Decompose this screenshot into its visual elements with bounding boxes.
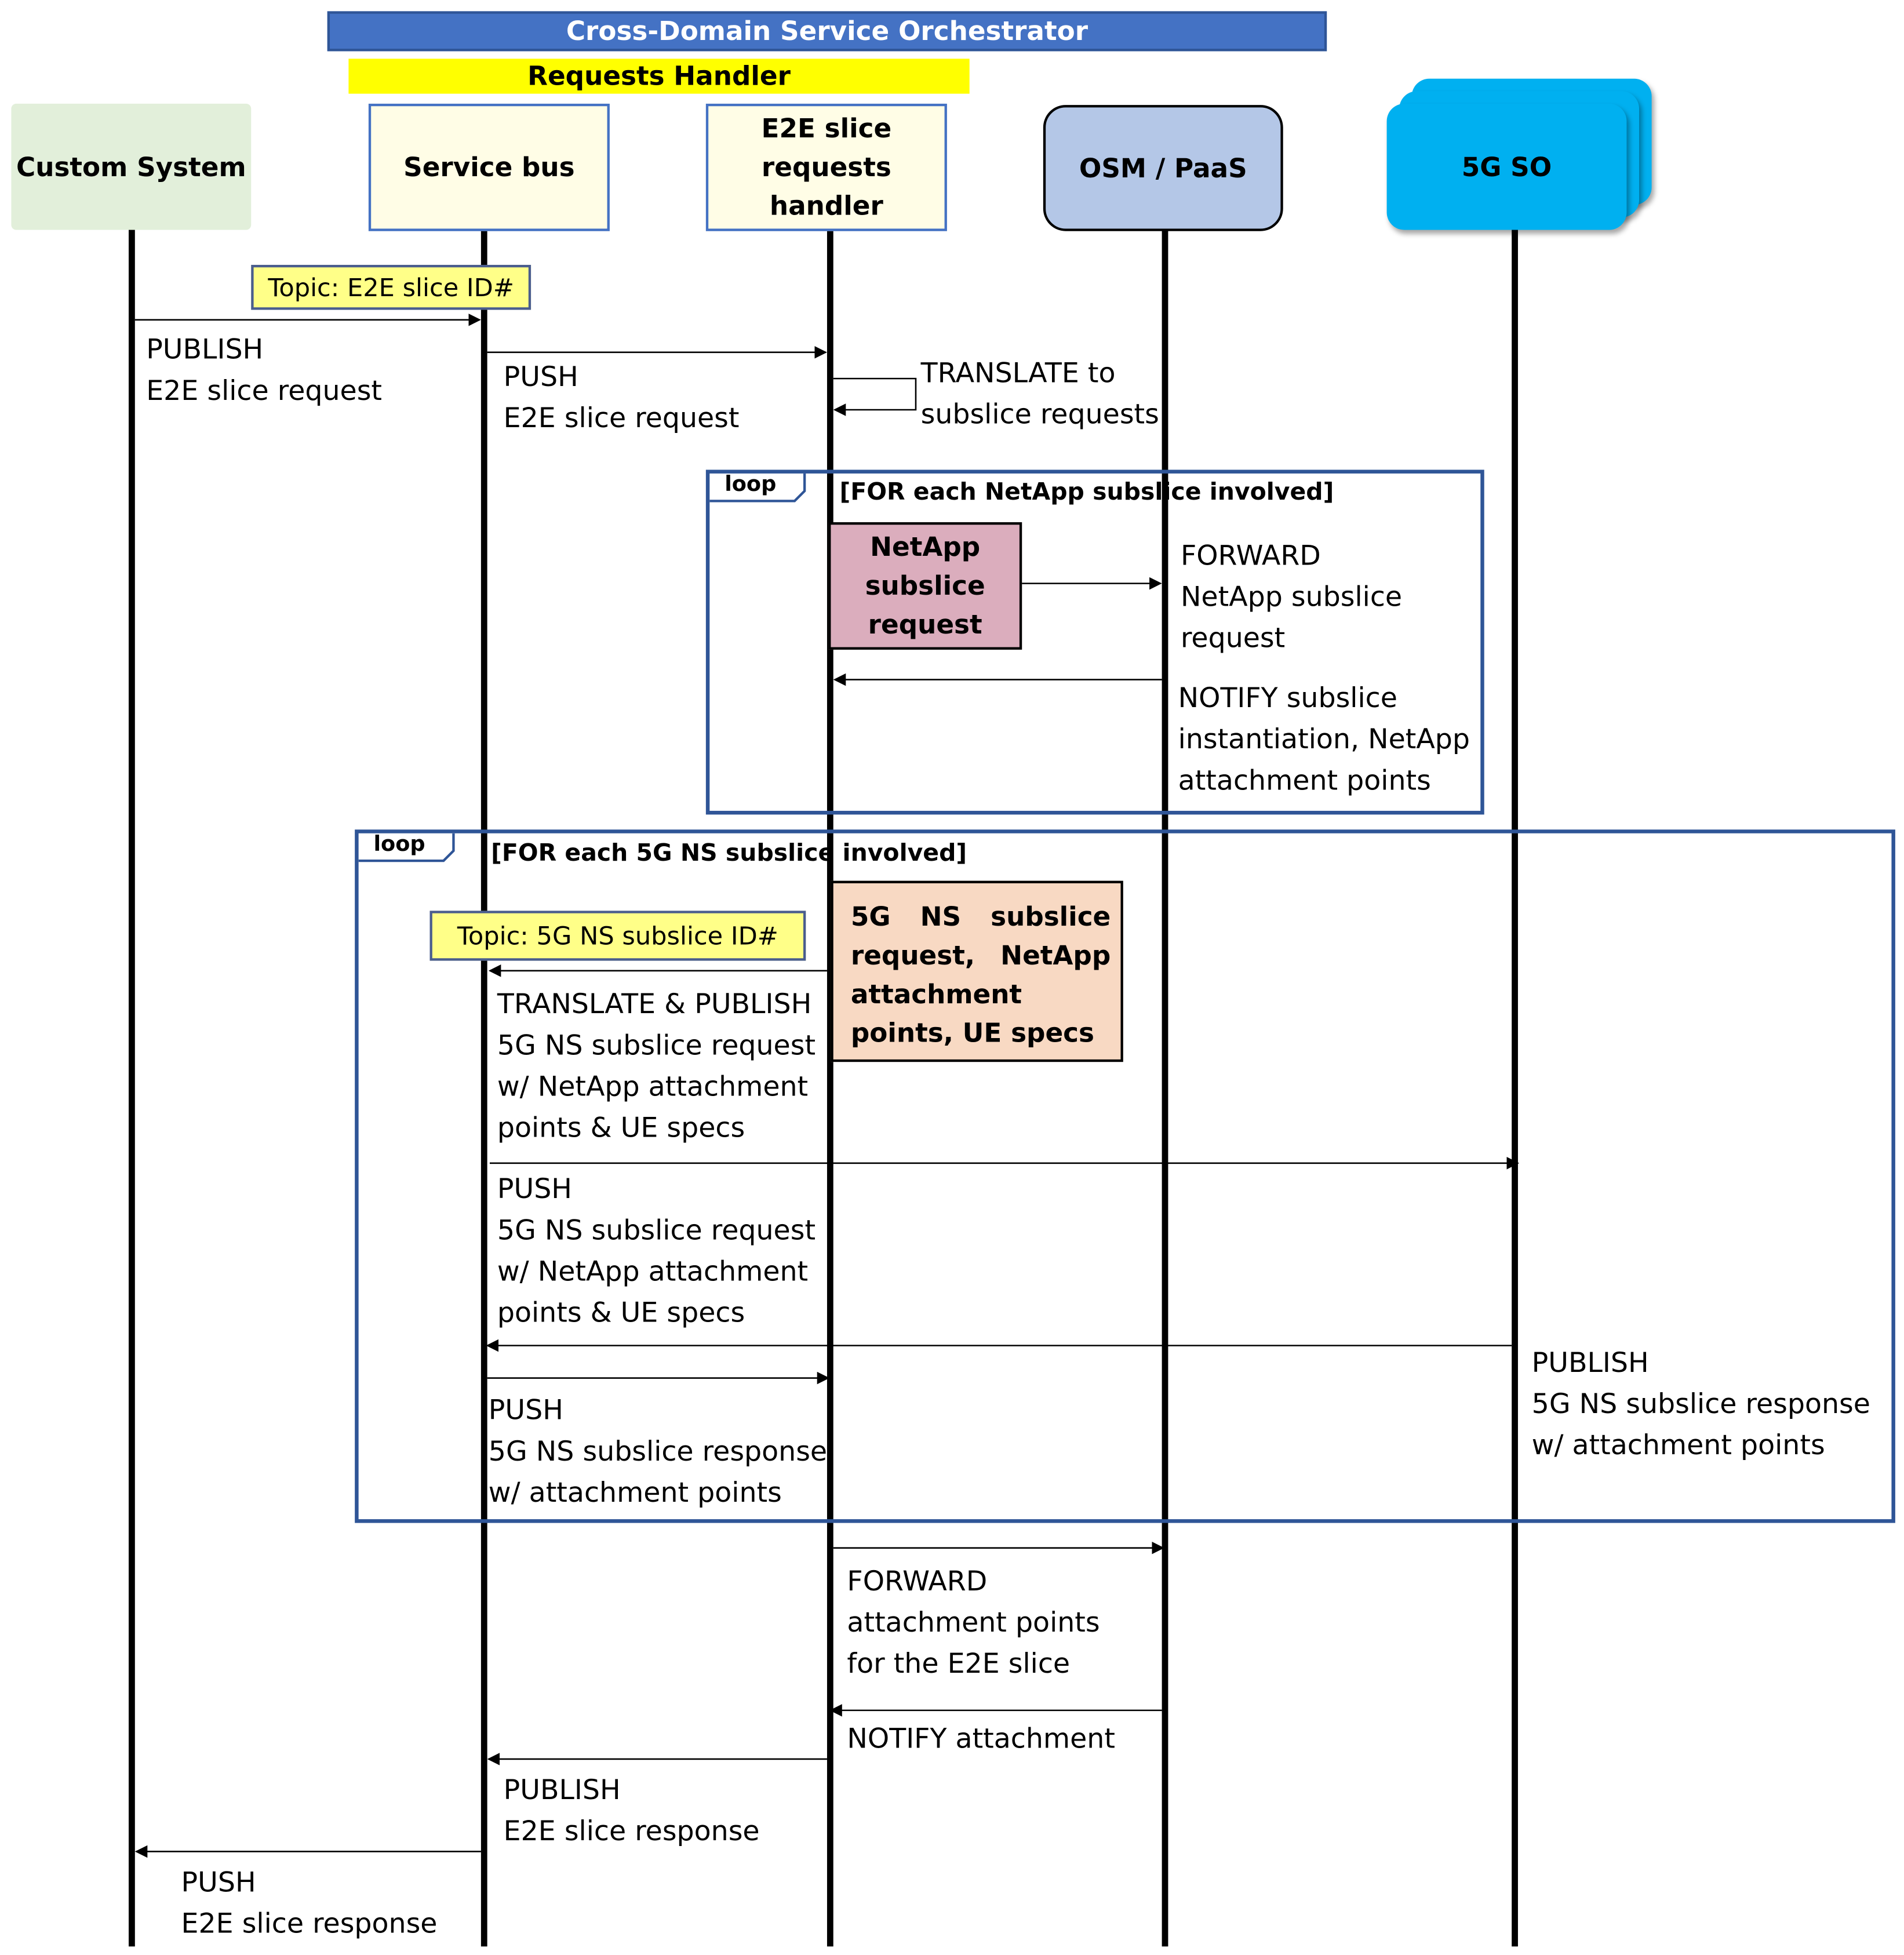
loop-guard-netapp: [FOR each NetApp subslice involved] (839, 478, 1334, 506)
topic-e2e-note: Topic: E2E slice ID# (251, 264, 531, 310)
orchestrator-band: Cross-Domain Service Orchestrator (327, 11, 1327, 52)
participant-custom-system: Custom System (11, 103, 252, 230)
msg-push-5gns-response: PUSH 5G NS subslice response w/ attachme… (488, 1395, 828, 1509)
lifeline-5g-so (1512, 228, 1518, 1947)
msg-push-5gns-request: PUSH 5G NS subslice request w/ NetApp at… (497, 1174, 816, 1330)
participant-service-bus: Service bus (368, 103, 610, 231)
lifeline-service-bus (480, 228, 487, 1947)
loop-tag-shape (709, 473, 806, 503)
loop-frame-netapp: loop (705, 469, 1484, 815)
note-text: Topic: E2E slice ID# (268, 272, 514, 303)
netapp-subslice-request-box: NetApp subslice request (828, 522, 1022, 650)
msg-publish-e2e-request: PUBLISH E2E slice request (146, 334, 383, 407)
activation-label: 5G NS subslice request, NetApp attachmen… (850, 902, 1111, 1049)
participant-e2e-handler: E2E slice requests handler (705, 103, 947, 231)
lifeline-e2e-handler (827, 228, 833, 1947)
topic-5gns-note: Topic: 5G NS subslice ID# (429, 911, 806, 961)
lifeline-custom-system (129, 228, 135, 1947)
note-text: Topic: 5G NS subslice ID# (457, 920, 778, 951)
msg-push-e2e-response: PUSH E2E slice response (181, 1867, 438, 1941)
msg-notify-attachment: NOTIFY attachment (847, 1724, 1115, 1756)
msg-translate-subslice: TRANSLATE to subslice requests (920, 358, 1159, 431)
orchestrator-title: Cross-Domain Service Orchestrator (566, 16, 1088, 46)
requests-handler-band: Requests Handler (348, 59, 970, 94)
loop-tag-label: loop (725, 472, 777, 497)
participant-label: Service bus (403, 152, 575, 183)
msg-publish-e2e-response: PUBLISH E2E slice response (503, 1775, 760, 1848)
loop-guard-5gns: [FOR each 5G NS subslice involved] (491, 839, 967, 867)
requests-handler-title: Requests Handler (527, 61, 791, 92)
msg-translate-publish-5gns: TRANSLATE & PUBLISH 5G NS subslice reque… (497, 989, 816, 1145)
participant-label: OSM / PaaS (1079, 153, 1247, 183)
5gns-subslice-request-box: 5G NS subslice request, NetApp attachmen… (831, 880, 1123, 1062)
loop-tag-shape (358, 833, 455, 862)
msg-forward-netapp: FORWARD NetApp subslice request (1180, 541, 1403, 655)
participant-5g-so: 5G SO (1386, 103, 1627, 230)
msg-publish-5gns-response: PUBLISH 5G NS subslice response w/ attac… (1531, 1348, 1870, 1462)
loop-tag-label: loop (373, 832, 425, 857)
participant-label: 5G SO (1461, 151, 1552, 182)
arrow-translate-self (833, 377, 917, 416)
participant-label: E2E slice requests handler (761, 113, 892, 221)
msg-push-e2e-request: PUSH E2E slice request (503, 362, 740, 435)
participant-osm-paas: OSM / PaaS (1043, 105, 1283, 231)
msg-forward-attachment: FORWARD attachment points for the E2E sl… (847, 1567, 1100, 1681)
loop-frame-5gns: loop (355, 829, 1895, 1523)
participant-label: Custom System (16, 151, 246, 182)
activation-label: NetApp subslice request (865, 531, 985, 639)
lifeline-osm-paas (1162, 228, 1168, 1947)
msg-notify-subslice: NOTIFY subslice instantiation, NetApp at… (1178, 683, 1470, 798)
